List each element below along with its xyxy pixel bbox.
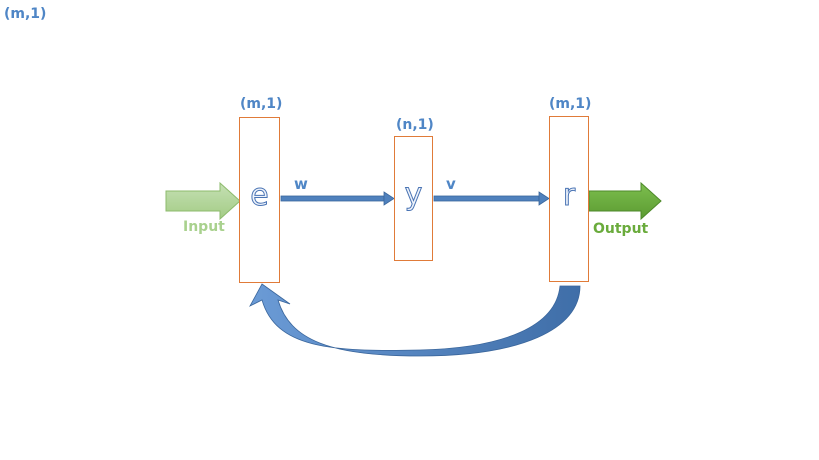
edge-label-w: w (294, 175, 308, 193)
output-arrow (588, 181, 662, 221)
node-y-dimensions: (n,1) (396, 117, 434, 133)
input-arrow (165, 181, 241, 221)
node-e-dimensions: (m,1) (240, 96, 283, 112)
node-r-dimensions: (m,1) (549, 96, 592, 112)
node-r-symbol: r (562, 178, 576, 214)
node-y-symbol: y (404, 177, 423, 213)
corner-dimension-label: (m,1) (4, 6, 47, 22)
node-e-box: e (239, 117, 280, 283)
edge-label-v: v (446, 175, 456, 193)
node-e-symbol: e (250, 178, 269, 214)
feedback-arrow (249, 283, 581, 357)
input-label: Input (183, 219, 225, 235)
output-label: Output (593, 221, 649, 237)
node-r-box: r (549, 116, 589, 282)
edge-e-to-y (280, 191, 395, 206)
edge-y-to-r (433, 191, 550, 206)
node-y-box: y (394, 136, 433, 261)
